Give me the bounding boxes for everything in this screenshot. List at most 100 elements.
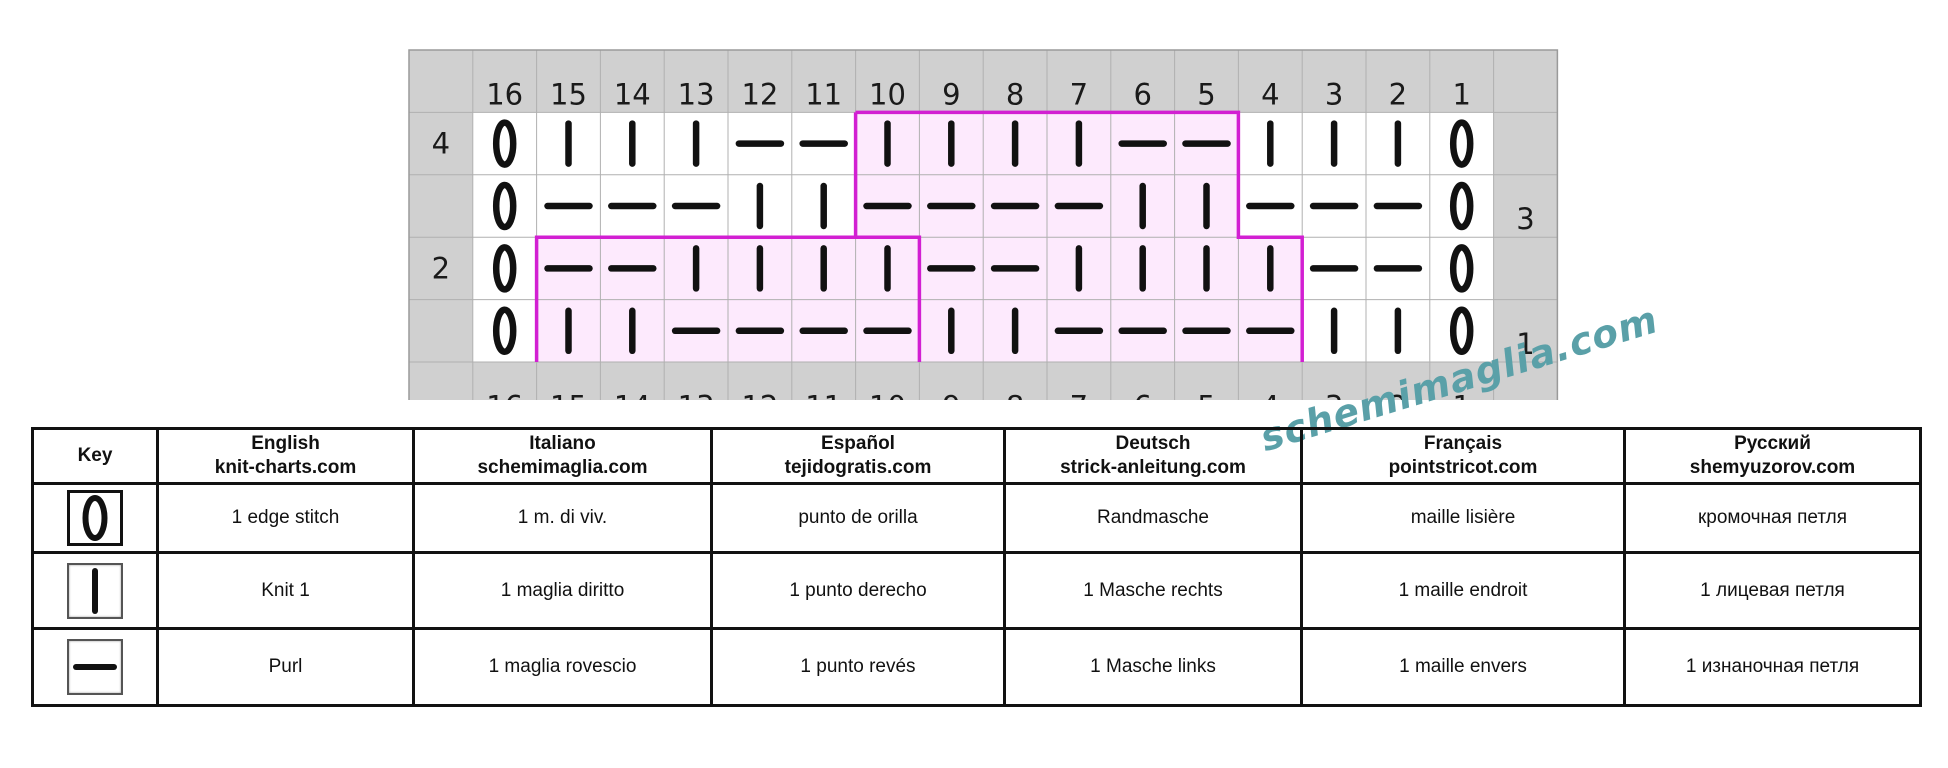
legend-cell: Randmasche <box>1003 482 1303 554</box>
legend-cell: 1 лицевая петля <box>1623 551 1922 630</box>
legend-cell: Knit 1 <box>156 551 415 630</box>
column-number: 16 <box>486 389 523 400</box>
header-cell <box>409 237 473 300</box>
column-number: 2 <box>1389 77 1407 111</box>
header-cell <box>1493 112 1558 175</box>
legend-row-knit: Knit 1 1 maglia diritto 1 punto derecho … <box>31 551 1922 630</box>
header-cell <box>728 362 792 400</box>
header-cell <box>1174 50 1239 113</box>
edge-stitch <box>492 306 517 356</box>
row-label-left: 2 <box>432 251 450 285</box>
column-number: 1 <box>1452 389 1470 400</box>
header-cell <box>1302 362 1366 400</box>
column-number: 4 <box>1261 389 1279 400</box>
column-number: 7 <box>1070 389 1088 400</box>
header-cell <box>1238 50 1303 113</box>
edge-stitch <box>492 119 517 168</box>
legend-cell: 1 maille endroit <box>1300 551 1626 630</box>
edge-stitch-symbol <box>67 490 123 546</box>
header-cell <box>728 50 792 113</box>
edge-stitch <box>1449 244 1474 293</box>
header-cell <box>1366 50 1430 113</box>
legend-header-key: Key <box>31 427 159 485</box>
legend-cell: 1 punto revés <box>710 627 1006 707</box>
row-label-left: 4 <box>432 127 450 161</box>
header-cell <box>855 50 920 113</box>
edge-stitch <box>492 244 517 293</box>
header-cell <box>983 362 1047 400</box>
legend-row-edge-stitch: 1 edge stitch 1 m. di viv. punto de oril… <box>31 482 1922 554</box>
column-number: 7 <box>1070 77 1088 111</box>
header-cell <box>855 362 920 400</box>
legend-cell: 1 edge stitch <box>156 482 415 554</box>
edge-stitch <box>492 181 517 231</box>
column-number: 15 <box>550 77 587 111</box>
header-cell <box>409 174 473 238</box>
header-cell <box>1110 50 1175 113</box>
header-cell <box>1429 362 1494 400</box>
column-number: 9 <box>942 389 960 400</box>
column-number: 13 <box>678 389 715 400</box>
header-cell <box>1493 299 1558 362</box>
header-cell <box>791 362 856 400</box>
row-label-right: 3 <box>1516 202 1534 236</box>
column-number: 9 <box>942 77 960 111</box>
header-cell <box>600 50 665 113</box>
header-cell <box>1047 50 1111 113</box>
header-cell <box>1174 362 1239 400</box>
purl-symbol <box>67 639 123 695</box>
legend-cell: Purl <box>156 627 415 707</box>
header-cell <box>1493 237 1558 300</box>
legend-cell: кромочная петля <box>1623 482 1922 554</box>
repeat-border <box>534 110 1304 362</box>
edge-stitch <box>1449 119 1474 168</box>
legend-key-cell <box>31 627 159 707</box>
header-cell <box>1493 362 1558 400</box>
column-number: 16 <box>486 77 523 111</box>
legend-cell: 1 Masche links <box>1003 627 1303 707</box>
legend-cell: punto de orilla <box>710 482 1006 554</box>
column-number: 8 <box>1006 389 1024 400</box>
header-cell <box>536 50 601 113</box>
legend-cell: 1 Masche rechts <box>1003 551 1303 630</box>
legend-cell: 1 maille envers <box>1300 627 1626 707</box>
legend-cell: 1 изнаночная петля <box>1623 627 1922 707</box>
header-cell <box>1047 362 1111 400</box>
column-number: 6 <box>1133 77 1151 111</box>
header-cell <box>1110 362 1175 400</box>
edge-stitch <box>1449 306 1474 356</box>
knitting-chart: 1615141312111098765432116151413121110987… <box>408 49 1559 400</box>
header-cell <box>1302 50 1366 113</box>
header-cell <box>919 362 984 400</box>
header-cell <box>409 362 473 400</box>
column-number: 14 <box>614 77 651 111</box>
header-cell <box>472 362 537 400</box>
header-cell <box>919 50 984 113</box>
column-number: 2 <box>1389 389 1407 400</box>
column-number: 11 <box>805 77 842 111</box>
header-cell <box>664 50 728 113</box>
header-cell <box>1493 174 1558 238</box>
edge-stitch <box>1449 181 1474 231</box>
header-cell <box>791 50 856 113</box>
legend-cell: 1 maglia rovescio <box>412 627 713 707</box>
header-cell <box>600 362 665 400</box>
column-number: 4 <box>1261 77 1279 111</box>
header-cell <box>983 50 1047 113</box>
column-number: 8 <box>1006 77 1024 111</box>
legend-cell: 1 maglia diritto <box>412 551 713 630</box>
row-label-right: 1 <box>1516 327 1534 361</box>
header-cell <box>472 50 537 113</box>
legend-cell: 1 m. di viv. <box>412 482 713 554</box>
chart-numbers: 1615141312111098765432116151413121110987… <box>432 77 1535 400</box>
column-number: 5 <box>1197 389 1215 400</box>
header-cell <box>409 112 473 175</box>
column-number: 12 <box>741 389 778 400</box>
column-number: 1 <box>1452 77 1470 111</box>
